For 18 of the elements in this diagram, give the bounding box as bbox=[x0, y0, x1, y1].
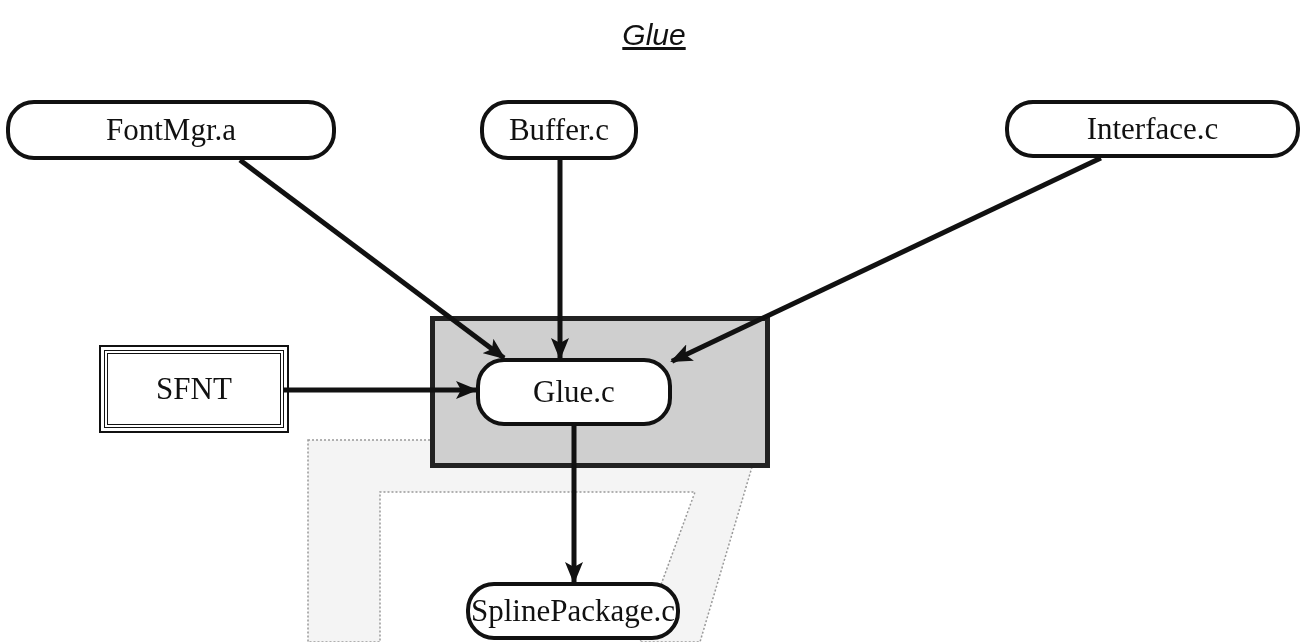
module-box bbox=[476, 358, 672, 426]
module-box bbox=[466, 582, 680, 640]
node-label: Interface.c bbox=[1086, 111, 1219, 147]
shaded-box bbox=[430, 316, 770, 468]
arrow bbox=[238, 158, 506, 360]
module-box bbox=[1005, 100, 1300, 158]
arrow bbox=[551, 160, 569, 360]
module-box bbox=[480, 100, 638, 160]
node-label: SFNT bbox=[156, 371, 232, 407]
node-label: SplinePackage.c bbox=[471, 593, 675, 629]
module-box bbox=[6, 100, 336, 160]
diagram-title: Glue bbox=[622, 18, 686, 51]
arrow bbox=[565, 426, 583, 584]
node-label: Buffer.c bbox=[508, 112, 610, 148]
node-label: Glue.c bbox=[533, 374, 615, 410]
arrow bbox=[284, 381, 478, 399]
arrow bbox=[670, 155, 1102, 364]
node-label: FontMgr.a bbox=[105, 112, 236, 148]
